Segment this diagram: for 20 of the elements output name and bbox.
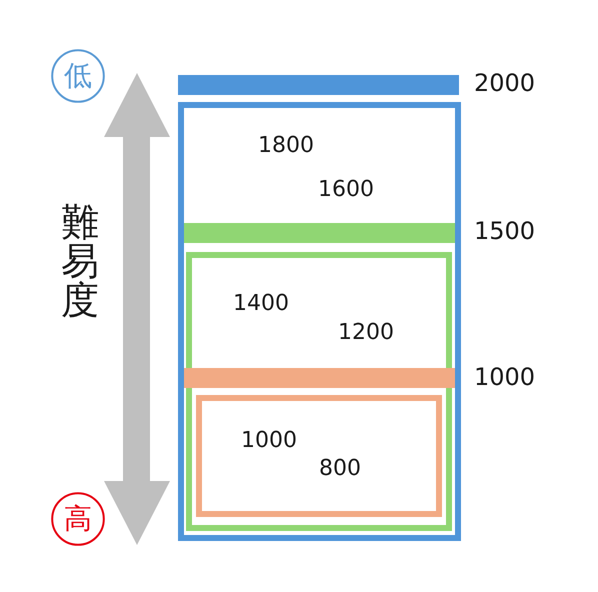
threshold-value: 2000 bbox=[474, 71, 536, 95]
score-value: 1800 bbox=[258, 135, 314, 157]
score-value: 1200 bbox=[338, 322, 394, 344]
score-value: 1400 bbox=[233, 293, 289, 315]
threshold-bar bbox=[178, 75, 459, 95]
rating-circle bbox=[51, 49, 105, 103]
rating-label: 高 bbox=[64, 505, 92, 533]
threshold-bar bbox=[184, 368, 455, 388]
range-box bbox=[186, 252, 452, 531]
range-box bbox=[196, 395, 442, 517]
threshold-value: 1000 bbox=[474, 365, 536, 389]
rating-circle bbox=[51, 492, 105, 546]
score-value: 800 bbox=[319, 458, 361, 480]
threshold-value: 1500 bbox=[474, 219, 536, 243]
range-box bbox=[178, 102, 461, 541]
axis-title: 難易度 bbox=[60, 203, 100, 320]
score-value: 1000 bbox=[241, 430, 297, 452]
score-value: 1600 bbox=[318, 179, 374, 201]
rating-label: 低 bbox=[64, 62, 92, 90]
threshold-bar bbox=[184, 223, 455, 243]
